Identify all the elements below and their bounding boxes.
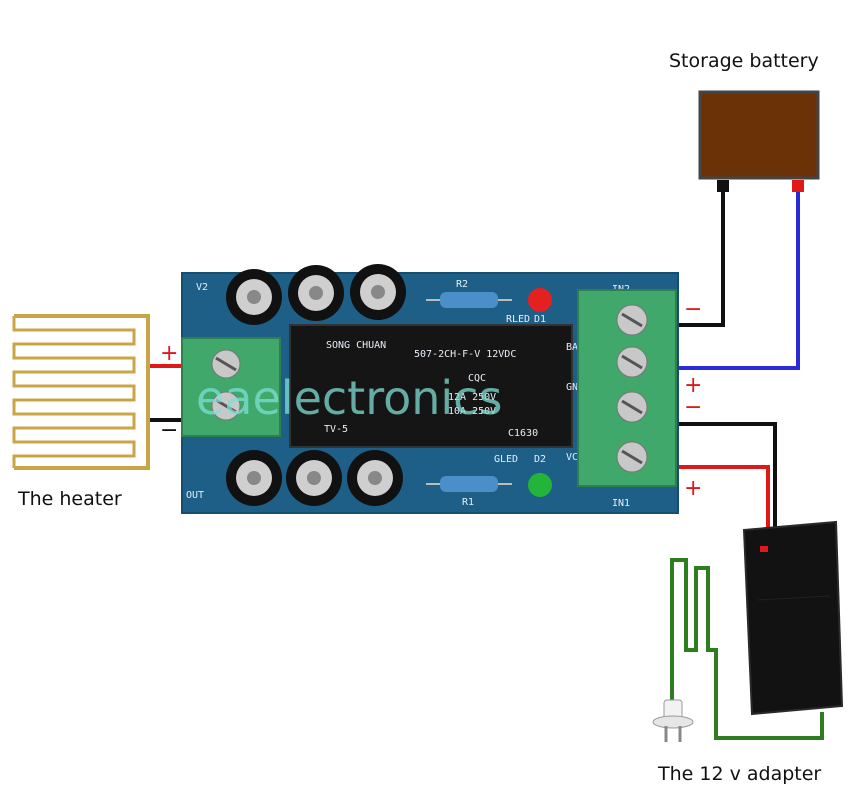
storage-battery <box>698 90 820 192</box>
power-adapter <box>742 520 844 716</box>
rled-label: RLED <box>506 314 530 325</box>
battery-positive-wire <box>676 192 800 370</box>
capacitor <box>350 264 406 320</box>
capacitor <box>226 450 282 506</box>
resistor-r1: R1 <box>426 476 512 508</box>
adapter-positive-wire <box>676 465 770 545</box>
v2-label: V2 <box>196 282 208 293</box>
relay-cert: CQC <box>468 373 486 384</box>
battery-minus-mark: − <box>684 297 702 322</box>
battery-positive-terminal <box>792 180 804 192</box>
red-led <box>528 288 552 312</box>
relay-code: TV-5 <box>324 424 348 435</box>
vcc-label: VCC <box>566 452 584 463</box>
power-plug <box>652 699 694 742</box>
adapter-cord <box>670 558 824 740</box>
relay: SONG CHUAN 507-2CH-F-V 12VDC CQC 12A 250… <box>289 324 573 448</box>
heater-plus-mark: + <box>160 341 178 366</box>
gnd-label: GND <box>566 382 584 393</box>
heater-minus-mark: − <box>160 418 178 443</box>
relay-board: SONG CHUAN 507-2CH-F-V 12VDC CQC 12A 250… <box>181 264 679 514</box>
relay-rating-1: 12A 250V <box>448 392 496 403</box>
bat-label: BAT <box>566 342 584 353</box>
r1-label: R1 <box>462 497 474 508</box>
heater-element <box>12 314 150 470</box>
out-label: OUT <box>186 490 204 501</box>
relay-rating-2: 10A 250V <box>448 406 496 417</box>
adapter-minus-mark: − <box>684 395 702 420</box>
watermark-text: eaelectronics <box>196 371 502 425</box>
adapter-negative-wire <box>676 422 777 540</box>
adapter-plus-mark: + <box>684 476 702 501</box>
output-terminal-block <box>181 337 281 437</box>
capacitor <box>226 269 282 325</box>
gled-label: GLED <box>494 454 518 465</box>
relay-brand: SONG CHUAN <box>326 340 386 351</box>
green-led <box>528 473 552 497</box>
in1-label: IN1 <box>612 498 630 509</box>
adapter-label: The 12 v adapter <box>658 763 822 785</box>
capacitor <box>288 265 344 321</box>
d2-label: D2 <box>534 454 546 465</box>
storage-battery-label: Storage battery <box>669 50 819 72</box>
resistor-r2: R2 <box>426 279 512 308</box>
battery-negative-wire <box>676 192 725 327</box>
battery-body <box>698 90 820 180</box>
d1-label: D1 <box>534 314 546 325</box>
battery-negative-terminal <box>717 180 729 192</box>
relay-model: 507-2CH-F-V 12VDC <box>414 349 516 360</box>
r2-label: R2 <box>456 279 468 290</box>
capacitor <box>347 450 403 506</box>
input-terminal-block <box>577 289 677 487</box>
heater-label: The heater <box>18 488 122 510</box>
capacitor <box>286 450 342 506</box>
relay-batch: C1630 <box>508 428 538 439</box>
battery-plus-mark: + <box>684 373 702 398</box>
